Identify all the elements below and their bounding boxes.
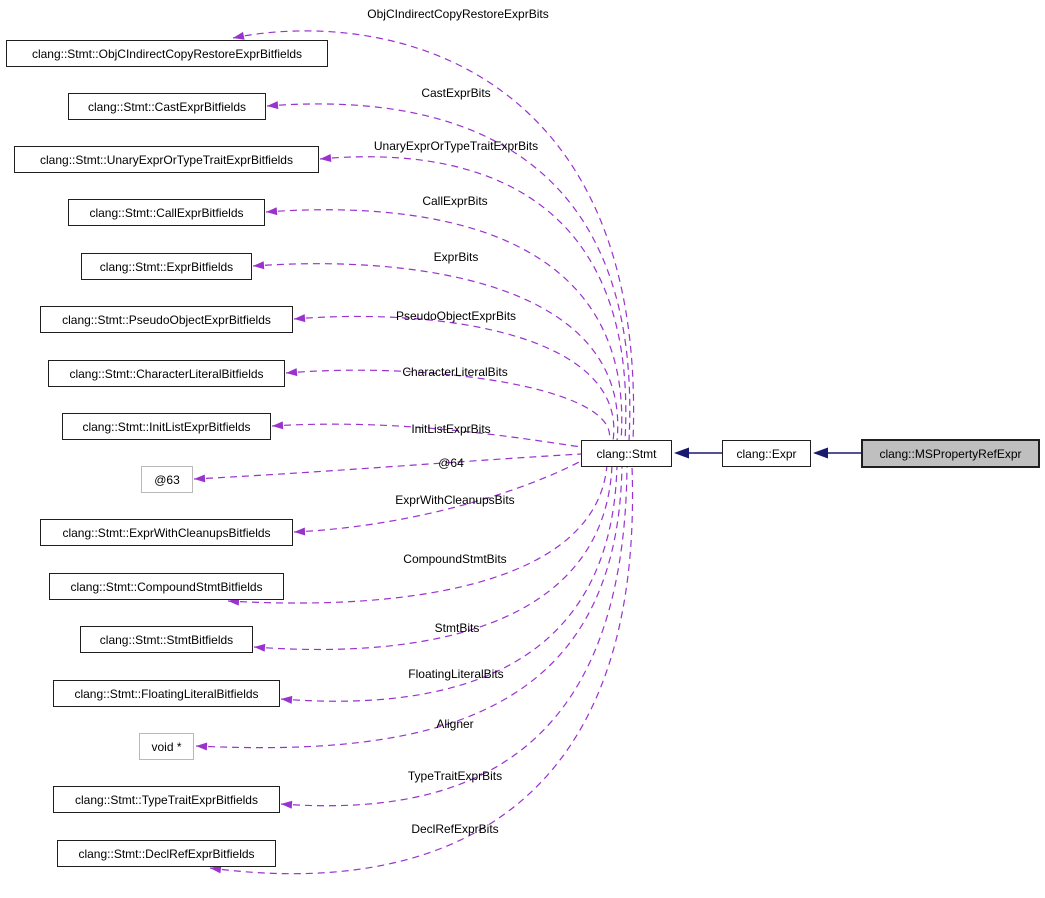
node-init-list-expr-bitfields[interactable]: clang::Stmt::InitListExprBitfields	[62, 413, 271, 440]
member-edge-label: CastExprBits	[421, 86, 490, 100]
node-call-expr-bitfields[interactable]: clang::Stmt::CallExprBitfields	[68, 199, 265, 226]
member-edge-compoundstmtbits	[227, 464, 608, 604]
member-edge-arrow-icon	[294, 527, 306, 536]
node-label: clang::Stmt::CastExprBitfields	[87, 99, 247, 114]
member-edge-typetraitexprbits	[280, 464, 628, 807]
node-label: clang::Stmt::ExprWithCleanupsBitfields	[62, 525, 271, 540]
member-edge-castexprbits	[266, 103, 631, 442]
node-ms-property-ref-expr: clang::MSPropertyRefExpr	[861, 439, 1040, 468]
node-label: clang::Stmt::StmtBitfields	[99, 632, 234, 647]
node-stmt[interactable]: clang::Stmt	[581, 440, 672, 467]
node-pseudo-object-expr-bitfields[interactable]: clang::Stmt::PseudoObjectExprBitfields	[40, 306, 293, 333]
member-edge-arrow-icon	[320, 154, 332, 162]
node-expr[interactable]: clang::Expr	[722, 440, 811, 467]
member-edge-label: Aligner	[436, 717, 473, 731]
node-label: clang::Stmt::CompoundStmtBitfields	[70, 579, 263, 594]
inheritance-arrow-icon	[813, 447, 828, 459]
member-edge-characterliteralbits	[285, 369, 611, 442]
member-edge-label: ExprWithCleanupsBits	[395, 493, 514, 507]
member-edge-stmtbits	[253, 464, 613, 651]
member-edge-arrow-icon	[272, 421, 284, 430]
member-edge-arrow-icon	[254, 643, 266, 652]
member-edge-arrow-icon	[253, 261, 265, 270]
member-edge-label: ExprBits	[434, 250, 479, 264]
node-void-pointer: void *	[139, 733, 194, 760]
member-edge-callexprbits	[265, 209, 623, 442]
member-edge-arrow-icon	[286, 368, 298, 377]
node-anon-63: @63	[141, 466, 193, 493]
member-edge-arrow-icon	[294, 314, 306, 323]
node-label: clang::Stmt::InitListExprBitfields	[82, 419, 251, 434]
node-expr-bitfields[interactable]: clang::Stmt::ExprBitfields	[81, 253, 252, 280]
member-edge-arrow-icon	[196, 742, 208, 751]
node-label: clang::Stmt	[596, 446, 657, 461]
member-edge-label: TypeTraitExprBits	[408, 769, 502, 783]
member-edge-label: CharacterLiteralBits	[402, 365, 507, 379]
node-label: clang::Stmt::FloatingLiteralBitfields	[74, 686, 259, 701]
member-edge-arrow-icon	[233, 31, 245, 40]
member-edge-label: PseudoObjectExprBits	[396, 309, 516, 323]
member-edge-arrow-icon	[267, 101, 279, 110]
node-decl-ref-expr-bitfields[interactable]: clang::Stmt::DeclRefExprBitfields	[57, 840, 276, 867]
node-label: clang::Stmt::ExprBitfields	[99, 259, 234, 274]
member-edge-label: FloatingLiteralBits	[408, 667, 503, 681]
member-edge-arrow-icon	[281, 695, 293, 704]
node-label: void *	[151, 739, 182, 754]
node-label: clang::Expr	[736, 446, 797, 461]
member-edge-label: StmtBits	[435, 621, 480, 635]
node-character-literal-bitfields[interactable]: clang::Stmt::CharacterLiteralBitfields	[48, 360, 285, 387]
member-edge-label: UnaryExprOrTypeTraitExprBits	[374, 139, 538, 153]
node-compound-stmt-bitfields[interactable]: clang::Stmt::CompoundStmtBitfields	[49, 573, 284, 600]
member-edge-exprbits	[252, 263, 619, 442]
node-floating-literal-bitfields[interactable]: clang::Stmt::FloatingLiteralBitfields	[53, 680, 280, 707]
node-label: clang::MSPropertyRefExpr	[879, 446, 1022, 461]
member-edge-arrow-icon	[194, 474, 206, 483]
member-edge-label: @64	[438, 456, 464, 470]
member-edge-arrow-icon	[266, 207, 278, 216]
member-edge-label: InitListExprBits	[411, 422, 490, 436]
node-objc-indirect-copy-restore-expr-bitfields[interactable]: clang::Stmt::ObjCIndirectCopyRestoreExpr…	[6, 40, 328, 67]
member-edge-exprwithcleanupsbits	[293, 460, 582, 533]
member-edge-initlistexprbits	[271, 423, 582, 448]
node-expr-with-cleanups-bitfields[interactable]: clang::Stmt::ExprWithCleanupsBitfields	[40, 519, 293, 546]
node-label: @63	[154, 472, 180, 487]
node-type-trait-expr-bitfields[interactable]: clang::Stmt::TypeTraitExprBitfields	[53, 786, 280, 813]
member-edge-label: CompoundStmtBits	[403, 552, 506, 566]
member-edge-declrefexprbits	[209, 465, 634, 875]
node-label: clang::Stmt::CharacterLiteralBitfields	[69, 366, 264, 381]
inheritance-arrow-icon	[674, 447, 689, 459]
node-label: clang::Stmt::TypeTraitExprBitfields	[75, 792, 258, 807]
member-edge-label: CallExprBits	[422, 194, 487, 208]
node-label: clang::Stmt::DeclRefExprBitfields	[78, 846, 255, 861]
member-edge-aligner	[195, 464, 623, 749]
node-label: clang::Stmt::CallExprBitfields	[89, 205, 244, 220]
member-edge-label: DeclRefExprBits	[411, 822, 498, 836]
node-label: clang::Stmt::PseudoObjectExprBitfields	[62, 312, 271, 327]
member-edge-label: ObjCIndirectCopyRestoreExprBits	[367, 7, 548, 21]
node-label: clang::Stmt::UnaryExprOrTypeTraitExprBit…	[40, 152, 293, 167]
member-edge-pseudoobjectexprbits	[293, 315, 615, 442]
node-cast-expr-bitfields[interactable]: clang::Stmt::CastExprBitfields	[68, 93, 266, 120]
node-stmt-bitfields[interactable]: clang::Stmt::StmtBitfields	[80, 626, 253, 653]
node-unary-expr-or-type-trait-expr-bitfields[interactable]: clang::Stmt::UnaryExprOrTypeTraitExprBit…	[14, 146, 319, 173]
member-edge--64	[193, 453, 582, 480]
member-edge-arrow-icon	[281, 800, 293, 809]
node-label: clang::Stmt::ObjCIndirectCopyRestoreExpr…	[31, 46, 303, 61]
member-edge-arrow-icon	[210, 865, 222, 874]
